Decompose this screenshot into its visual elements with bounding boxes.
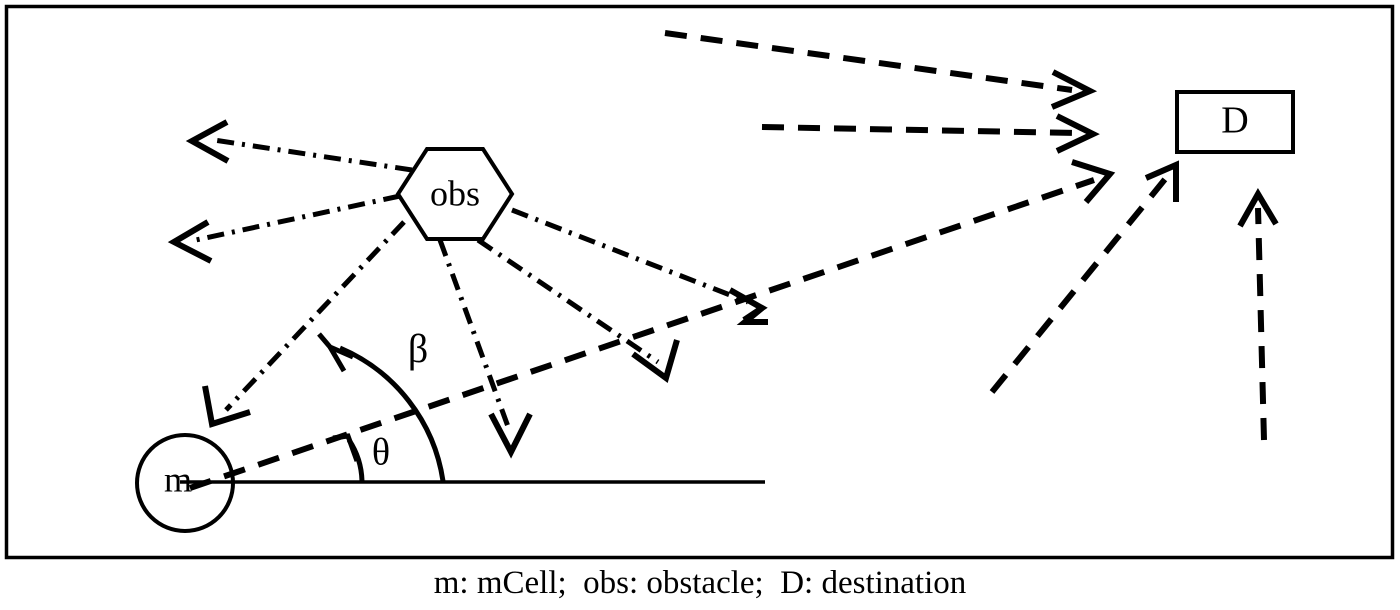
bottom-vertical-dashed-arrow [1255, 207, 1267, 441]
top-dashed-arrow-1 [664, 30, 1073, 93]
arrowhead-ray-right-down-tail [736, 305, 768, 325]
ray-lower-left [224, 220, 406, 412]
top-dashed-arrow-2 [761, 124, 1077, 136]
arrowhead-lower-right [1144, 160, 1179, 202]
arrowhead-ray-left [167, 219, 213, 264]
angle-arc-heads [317, 332, 360, 462]
figure-border [4, 4, 1395, 560]
lower-right-dashed-arrow [989, 176, 1169, 394]
arrowhead-theta [332, 433, 360, 462]
arrowhead-mcell-destination [1071, 159, 1116, 204]
obstacle-label: obs [430, 173, 480, 213]
destination-node [1175, 90, 1295, 154]
arrowhead-top-1 [1050, 69, 1098, 110]
dashed-arrow-heads [1050, 69, 1279, 228]
destination-label: D [1221, 100, 1248, 142]
arrowhead-ray-lower-left [202, 385, 251, 428]
figure-caption: m: mCell; obs: obstacle; D: destination [433, 565, 967, 601]
arrowhead-top-2 [1055, 113, 1100, 154]
ray-down-right [476, 237, 660, 365]
obstacle-ray-arrowheads [167, 119, 768, 459]
ray-right-down [511, 207, 749, 305]
theta-label: θ [372, 432, 390, 474]
mcell-node [135, 433, 235, 533]
obstacle-node [395, 147, 515, 241]
arrowhead-ray-down [488, 412, 533, 459]
arrowhead-beta-2 [327, 345, 347, 373]
obstacle-rays [195, 137, 749, 433]
arrowhead-bottom-vertical [1237, 188, 1279, 228]
beta-arc [339, 345, 446, 482]
arrowhead-ray-down-right [631, 339, 680, 383]
arrowhead-ray-upper-left [185, 119, 230, 164]
beta-label: β [408, 326, 428, 371]
ray-down [437, 239, 513, 433]
mcell-label: m [164, 459, 192, 499]
